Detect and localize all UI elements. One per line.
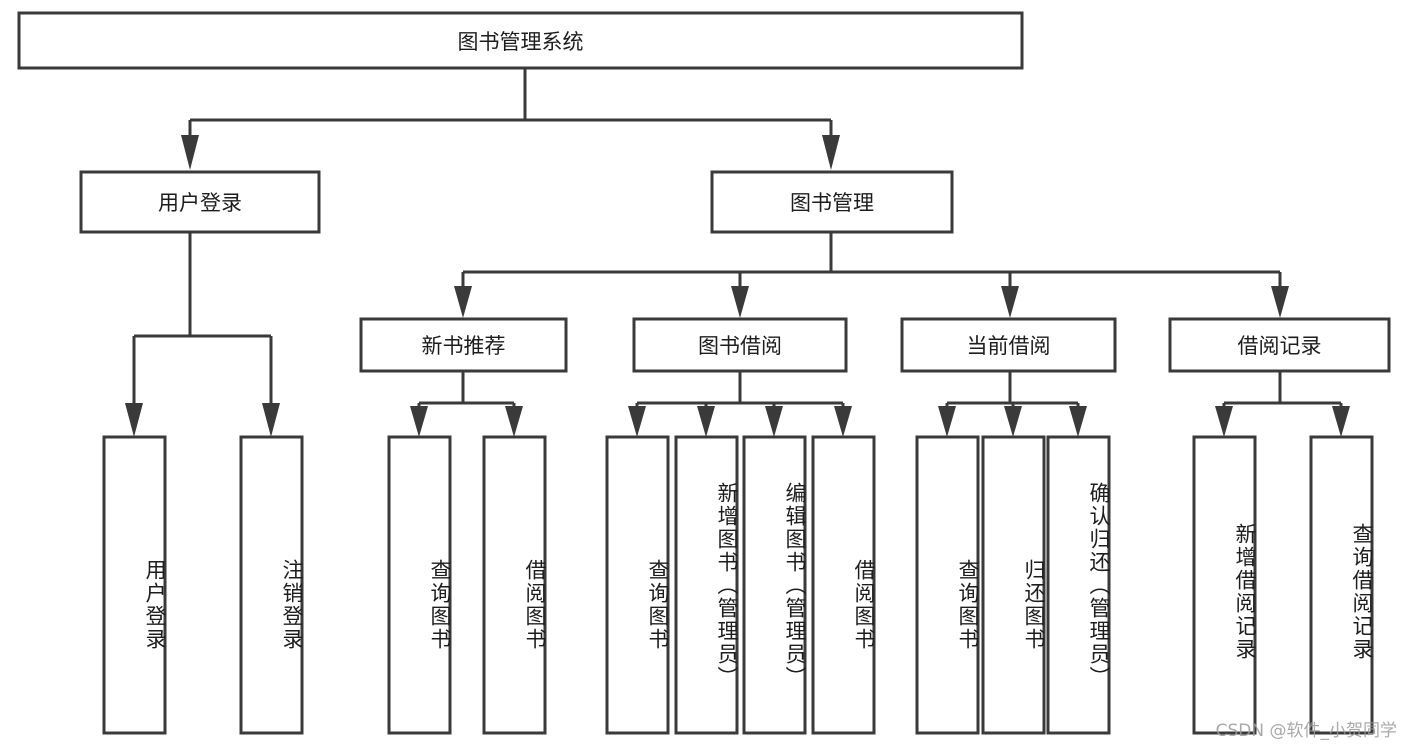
leaf-box-current-borrow-2[interactable] — [981, 435, 1046, 735]
arrowhead-borrow-record-leaf-1 — [1215, 406, 1233, 437]
arrowhead-to-user-login — [181, 135, 199, 170]
arrowhead-current-borrow-leaf-1 — [938, 406, 956, 437]
arrowhead-current-borrow-leaf-3 — [1069, 406, 1087, 437]
leaf-box-user-login-2[interactable] — [239, 435, 304, 735]
leaf-box-new-book-2[interactable] — [482, 435, 547, 735]
arrowhead-current-borrow-leaf-2 — [1004, 406, 1022, 437]
leaf-box-book-borrow-1[interactable] — [605, 435, 670, 735]
node-new-book-recommend-box[interactable] — [359, 317, 568, 373]
leaf-box-user-login-1[interactable] — [102, 435, 167, 735]
leaf-box-borrow-record-1[interactable] — [1192, 435, 1257, 735]
arrowhead-book-borrow-leaf-4 — [834, 406, 852, 437]
arrowhead-book-borrow-leaf-3 — [765, 406, 783, 437]
arrowhead-new-book-leaf-1 — [410, 406, 428, 437]
arrowhead-borrow-record-leaf-2 — [1332, 406, 1350, 437]
arrowhead-book-borrow-leaf-1 — [628, 406, 646, 437]
leaf-box-book-borrow-3[interactable] — [742, 435, 807, 735]
arrowhead-to-current-borrow — [1001, 286, 1019, 318]
leaf-box-borrow-record-2[interactable] — [1309, 435, 1374, 735]
arrowhead-book-borrow-leaf-2 — [697, 406, 715, 437]
leaf-box-current-borrow-1[interactable] — [915, 435, 980, 735]
arrowhead-to-book-manage — [822, 135, 840, 170]
node-book-manage-box[interactable] — [710, 170, 954, 234]
arrowhead-to-book-borrow — [731, 286, 749, 318]
arrowhead-user-login-leaf-2 — [262, 403, 280, 437]
node-current-borrow-box[interactable] — [900, 317, 1117, 373]
leaf-box-new-book-1[interactable] — [387, 435, 452, 735]
leaf-box-book-borrow-4[interactable] — [811, 435, 876, 735]
node-book-borrow-box[interactable] — [632, 317, 848, 373]
leaf-box-current-borrow-3[interactable] — [1046, 435, 1111, 735]
arrowhead-new-book-leaf-2 — [505, 406, 523, 437]
node-root-box[interactable] — [17, 11, 1024, 70]
arrowhead-to-new-book — [454, 286, 472, 318]
node-borrow-record-box[interactable] — [1168, 317, 1391, 373]
arrowhead-user-login-leaf-1 — [125, 403, 143, 437]
leaf-box-book-borrow-2[interactable] — [674, 435, 739, 735]
arrowhead-to-borrow-record — [1271, 286, 1289, 318]
node-user-login-box[interactable] — [79, 170, 321, 234]
